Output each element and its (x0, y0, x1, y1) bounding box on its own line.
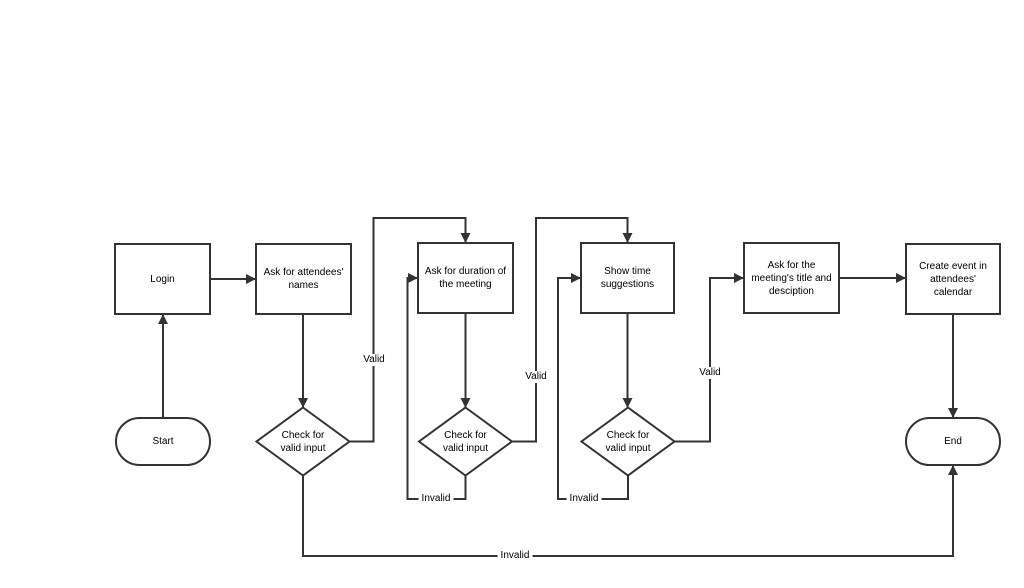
node-ask-attendees-shape (255, 243, 352, 315)
edge-check-1-invalid-to-end (302, 465, 958, 557)
node-check-valid-2-shape (417, 406, 514, 477)
node-check-valid-1-shape (254, 406, 352, 477)
node-show-time-shape (580, 242, 675, 314)
node-end-shape (905, 417, 1001, 466)
edge-check-3-invalid-to-show-time (557, 273, 629, 500)
node-check-valid-3-shape (579, 406, 677, 477)
edge-check-1-valid-to-ask-duration (349, 217, 471, 443)
edge-check-2-invalid-to-ask-duration (406, 273, 467, 500)
node-create-event-shape (905, 243, 1001, 315)
node-login-shape (114, 243, 211, 315)
edge-check-2-valid-to-show-time (512, 217, 633, 443)
node-ask-title-shape (743, 242, 840, 314)
node-start-shape (115, 417, 211, 466)
node-ask-duration-shape (417, 242, 514, 314)
edge-check-3-valid-to-ask-title (674, 273, 744, 443)
